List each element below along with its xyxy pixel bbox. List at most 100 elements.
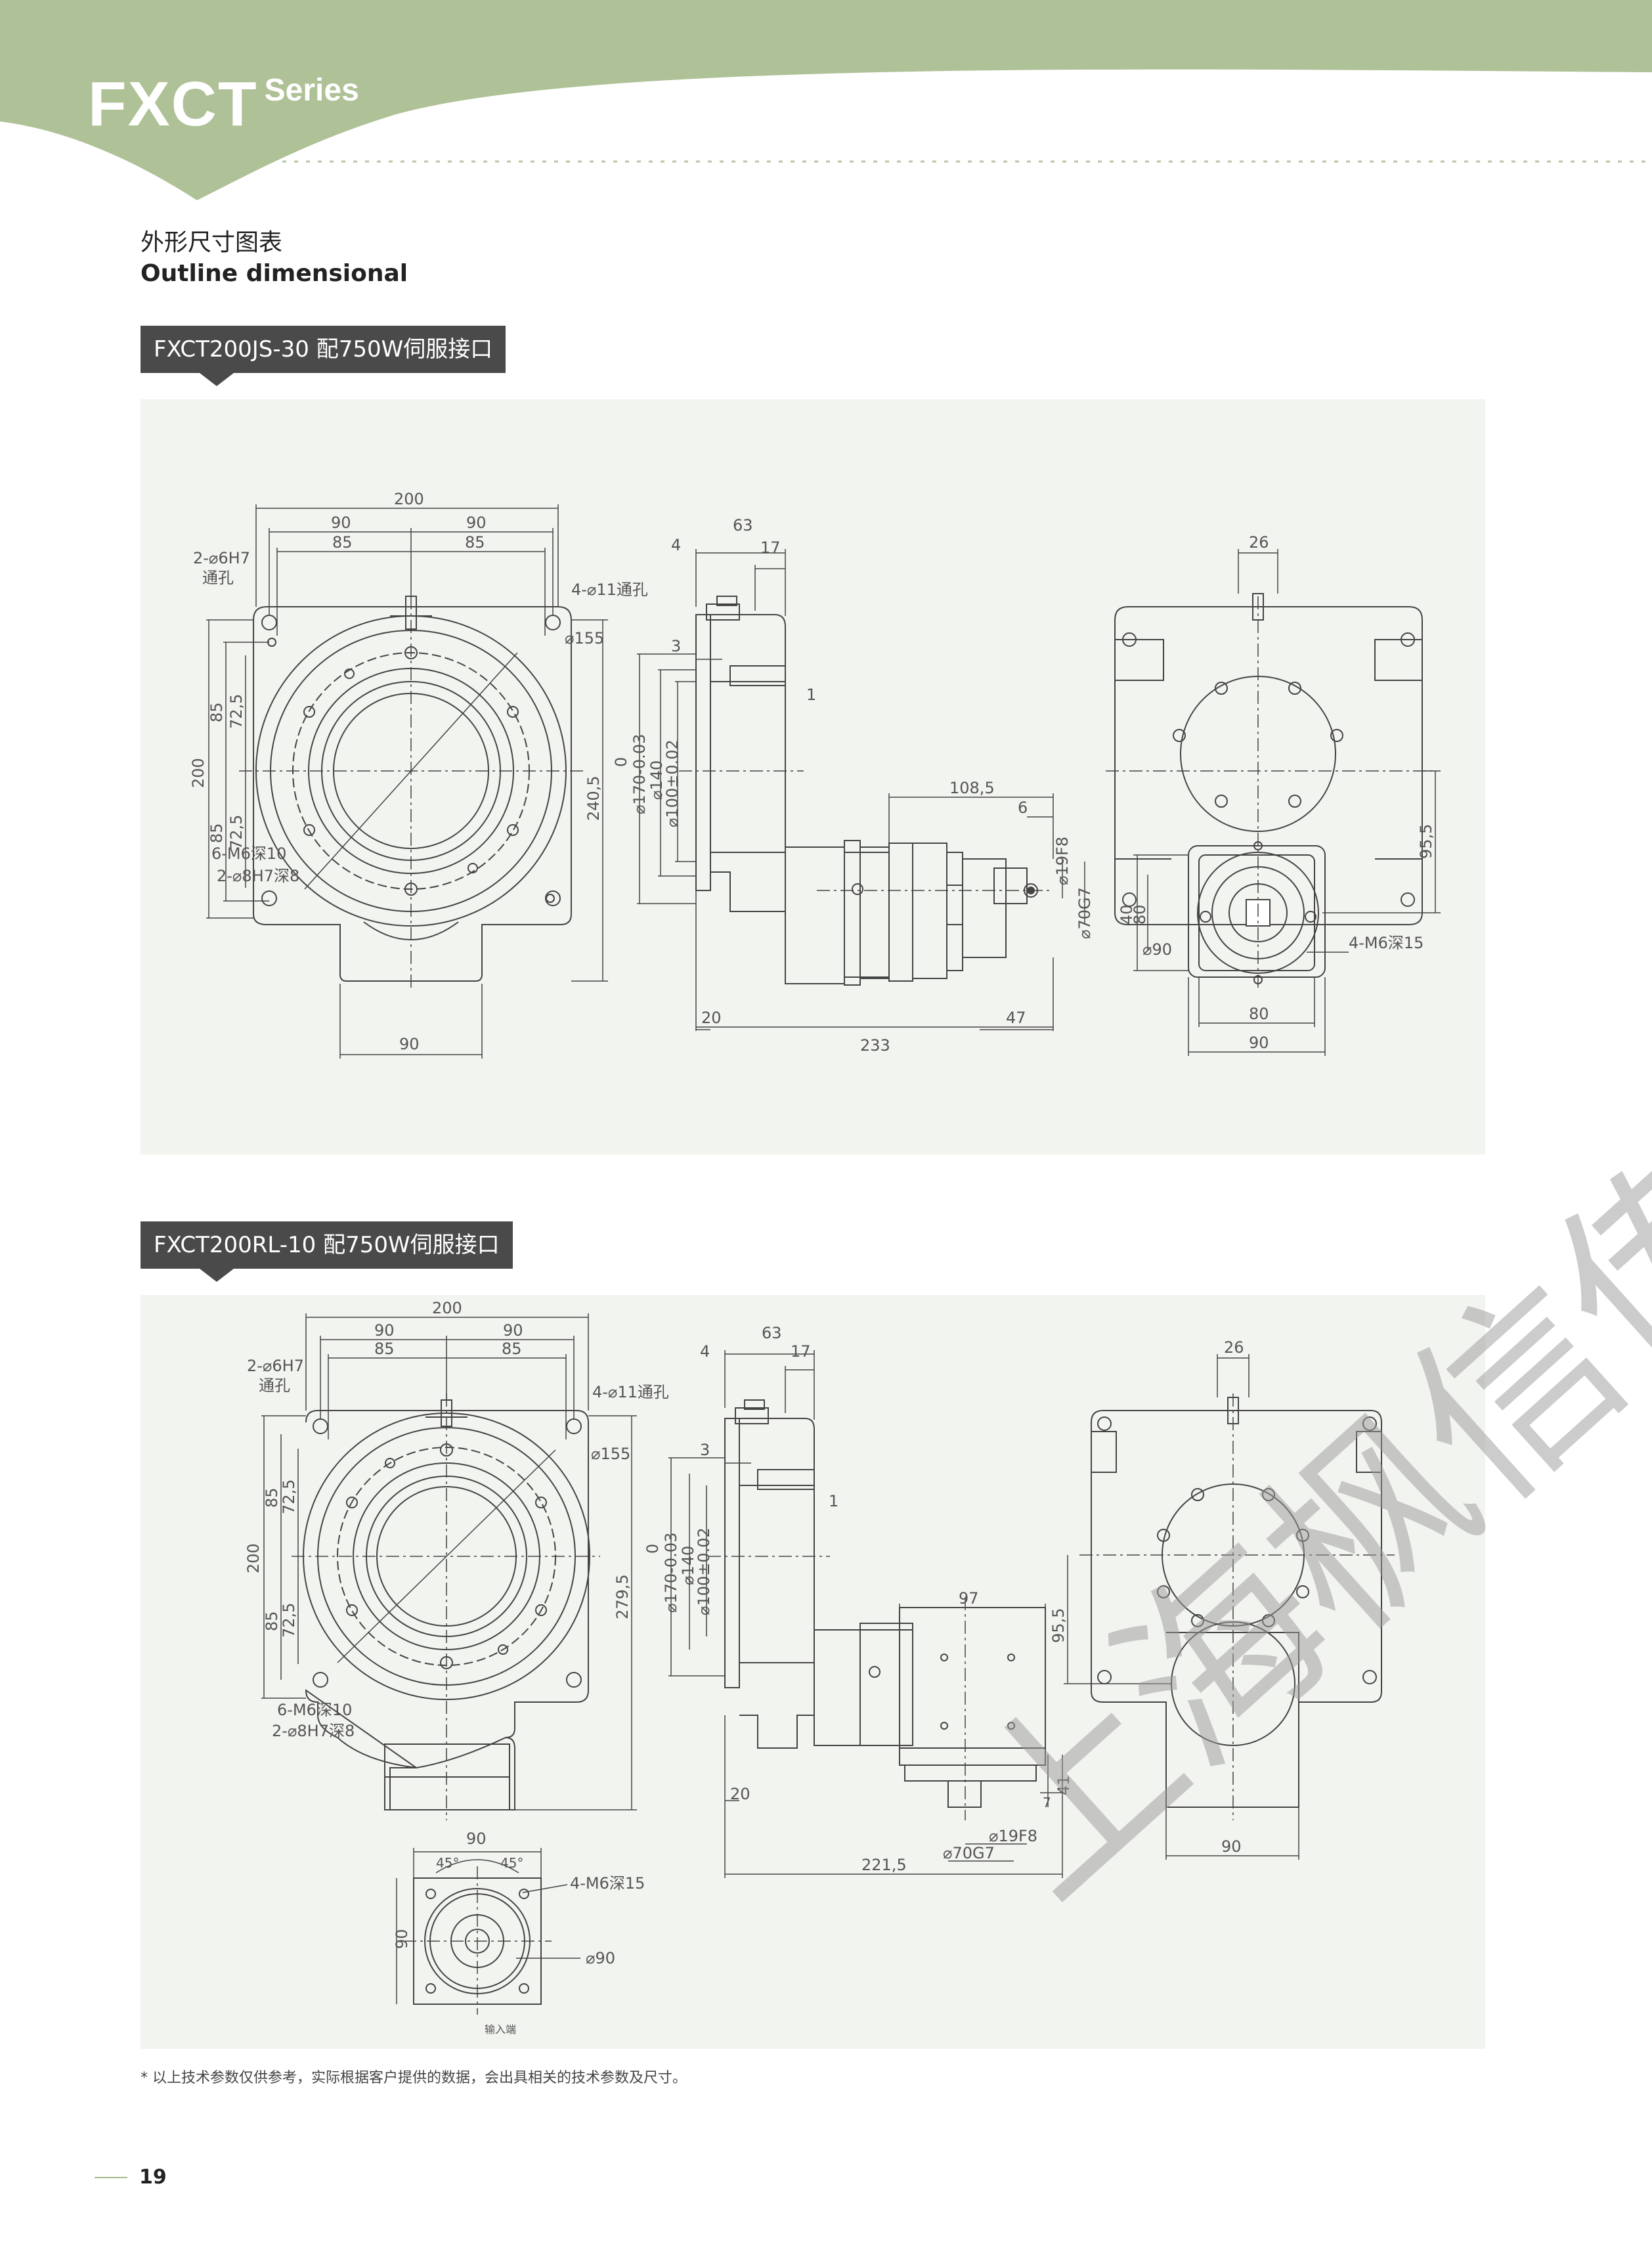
front-view-2 <box>292 1393 600 1820</box>
dim-text: 4-⌀11通孔 <box>571 581 648 599</box>
front-dims-1 <box>206 504 608 1059</box>
dim-text: 279,5 <box>613 1574 632 1619</box>
dim-text: 0 <box>643 1544 662 1554</box>
front-dims-2 <box>261 1313 637 1810</box>
dim-text: 4-⌀11通孔 <box>592 1383 669 1401</box>
dim-text: 240,5 <box>584 776 603 821</box>
dim-text: 7 <box>1043 1795 1051 1810</box>
dim-text: 108,5 <box>949 779 995 797</box>
dim-text: 85 <box>332 533 353 552</box>
dim-text: 1 <box>829 1492 838 1510</box>
dim-text: 41 <box>1054 1775 1073 1795</box>
section-title-en: Outline dimensional <box>141 260 408 287</box>
dim-text: 63 <box>733 516 753 535</box>
dim-text: 85 <box>263 1487 281 1508</box>
rear-dims-1 <box>1133 549 1441 1056</box>
page-number: 19 <box>139 2166 167 2189</box>
dim-text: 85 <box>502 1340 522 1358</box>
input-view-2 <box>403 1866 552 2015</box>
dim-text: 4-M6深15 <box>570 1874 645 1893</box>
dim-text: 85 <box>374 1340 395 1358</box>
dim-text: 85 <box>207 702 226 722</box>
rear-view-2 <box>1079 1393 1395 1820</box>
dim-text: 95,5 <box>1417 824 1435 859</box>
dim-text: 20 <box>701 1009 722 1027</box>
dim-text: 221,5 <box>861 1856 907 1874</box>
page-number-rule <box>95 2177 127 2178</box>
drawing-1: 200 90 90 85 85 2-⌀6H7 通孔 4-⌀11通孔 ⌀155 6… <box>189 490 1441 1059</box>
dim-text: ⌀19F8 <box>989 1827 1037 1845</box>
series-main: FXCT <box>88 69 258 139</box>
dim-text: ⌀140 <box>647 760 666 800</box>
drawing-2: 200 90 90 85 85 2-⌀6H7 通孔 4-⌀11通孔 ⌀155 6… <box>244 1299 1395 2036</box>
dim-text: 通孔 <box>259 1376 290 1395</box>
dim-text: 20 <box>730 1785 750 1803</box>
dim-text: 26 <box>1249 533 1269 552</box>
input-dims-2 <box>396 1848 580 2004</box>
dim-text: ⌀155 <box>565 629 604 647</box>
dim-text: 80 <box>1249 1005 1269 1023</box>
dim-text: 200 <box>432 1299 462 1317</box>
dim-text: ⌀70G7 <box>1076 887 1094 939</box>
dim-text: 90 <box>466 1830 487 1848</box>
dim-text: 85 <box>207 823 226 843</box>
rear-dims-2 <box>1064 1354 1299 1860</box>
dim-text: ⌀100±0.02 <box>695 1527 713 1615</box>
dim-text: 6-M6深10 <box>211 844 286 863</box>
dim-text: 90 <box>393 1929 411 1949</box>
header-band <box>0 0 1652 200</box>
dim-text: 2-⌀6H7 <box>247 1357 304 1375</box>
side-view-2 <box>708 1399 1046 1820</box>
dim-text: ⌀140 <box>679 1546 697 1585</box>
dim-text: 4 <box>671 536 681 554</box>
dim-text: 72,5 <box>280 1479 298 1514</box>
rear-view-1 <box>1106 593 1434 990</box>
dim-text: 4 <box>700 1342 710 1361</box>
dim-text: 0 <box>612 757 630 767</box>
dim-text: 85 <box>263 1611 281 1631</box>
model-tag-2: FXCT200RL-10 配750W伺服接口 <box>141 1221 513 1282</box>
dim-text: 26 <box>1224 1338 1244 1357</box>
dim-text: 2-⌀8H7深8 <box>272 1722 355 1740</box>
model-label-1: FXCT200JS-30 配750W伺服接口 <box>154 336 493 362</box>
dim-text: 3 <box>671 637 681 655</box>
dim-text: 2-⌀6H7 <box>193 549 250 567</box>
dim-text: 45° <box>500 1855 523 1871</box>
side-dims-2 <box>668 1350 1063 1878</box>
dim-text: ⌀170-0.03 <box>662 1533 680 1613</box>
dim-text: 17 <box>760 538 781 557</box>
dim-text: ⌀100±0.02 <box>663 739 682 827</box>
dim-text: 90 <box>374 1321 395 1340</box>
dim-text: 200 <box>394 490 424 508</box>
dim-text: ⌀170-0.03 <box>630 734 649 814</box>
dim-text: ⌀155 <box>591 1445 630 1463</box>
footnote: * 以上技术参数仅供参考，实际根据客户提供的数据，会出具相关的技术参数及尺寸。 <box>141 2070 687 2086</box>
model-label-2: FXCT200RL-10 配750W伺服接口 <box>154 1232 500 1258</box>
dim-text: 4-M6深15 <box>1349 934 1424 952</box>
series-sub: Series <box>264 73 359 108</box>
side-dims-1 <box>637 549 1085 1031</box>
dim-text: 6 <box>1018 799 1028 817</box>
drawing-panel-2: 200 90 90 85 85 2-⌀6H7 通孔 4-⌀11通孔 ⌀155 6… <box>141 1295 1485 2049</box>
dim-text: ⌀19F8 <box>1053 837 1072 885</box>
dim-text: 63 <box>762 1324 782 1342</box>
dim-text: 85 <box>465 533 485 552</box>
dim-text: 1 <box>806 686 816 704</box>
dim-text: 通孔 <box>202 569 234 587</box>
dim-text: 90 <box>503 1321 523 1340</box>
dim-text: 17 <box>791 1342 811 1361</box>
dim-text: 80 <box>1131 904 1149 925</box>
dim-text: 90 <box>1221 1837 1242 1856</box>
side-view-1 <box>679 596 1053 986</box>
input-caption: 输入端 <box>485 2023 516 2036</box>
dim-text: ⌀70G7 <box>943 1844 995 1862</box>
dim-text: 47 <box>1006 1009 1026 1027</box>
dim-text: 90 <box>331 514 351 532</box>
front-view-1 <box>239 596 587 990</box>
dim-text: 2-⌀8H7深8 <box>217 867 299 885</box>
dim-text: 200 <box>244 1543 263 1573</box>
dim-text: 72,5 <box>280 1603 298 1638</box>
drawing-panel-1: 200 90 90 85 85 2-⌀6H7 通孔 4-⌀11通孔 ⌀155 6… <box>141 399 1485 1154</box>
dim-text: 45° <box>436 1855 459 1871</box>
